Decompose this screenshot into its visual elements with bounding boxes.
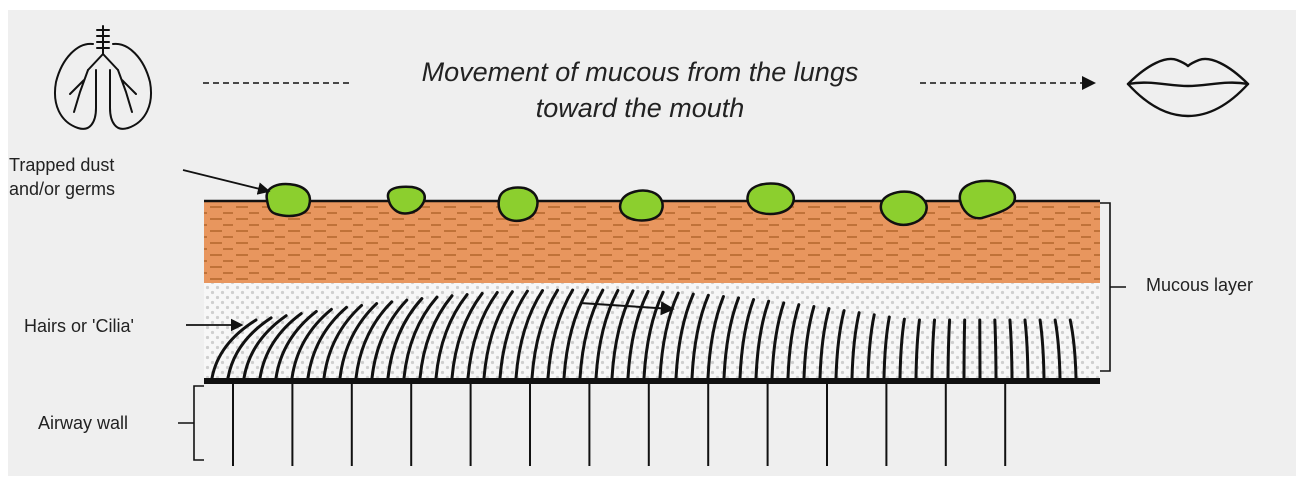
movement-caption: Movement of mucous from the lungs toward… (380, 54, 900, 126)
caption-line-1: Movement of mucous from the lungs (380, 54, 900, 90)
particle (388, 187, 425, 214)
lips-icon (1128, 59, 1248, 116)
cilium (995, 320, 996, 378)
cilium (948, 320, 950, 378)
trapped-label-line-2: and/or germs (9, 177, 115, 201)
mucous-layer-brace (1100, 203, 1126, 371)
cilium (964, 320, 965, 378)
particle (620, 191, 663, 221)
airway-wall-label: Airway wall (38, 411, 128, 435)
particle (881, 192, 927, 225)
trapped-dust-label: Trapped dust and/or germs (9, 153, 115, 201)
particle (267, 184, 310, 216)
airway-wall-cells (233, 384, 1005, 466)
trapped-pointer-arrow (183, 170, 268, 191)
lungs-icon (55, 26, 151, 129)
airway-wall-brace (178, 386, 204, 460)
caption-line-2: toward the mouth (380, 90, 900, 126)
mucous-layer-label: Mucous layer (1146, 273, 1253, 297)
particle (499, 188, 538, 221)
airway-wall-surface (204, 378, 1100, 384)
trapped-label-line-1: Trapped dust (9, 153, 115, 177)
particle (747, 183, 793, 213)
cilia-label: Hairs or 'Cilia' (24, 314, 134, 338)
